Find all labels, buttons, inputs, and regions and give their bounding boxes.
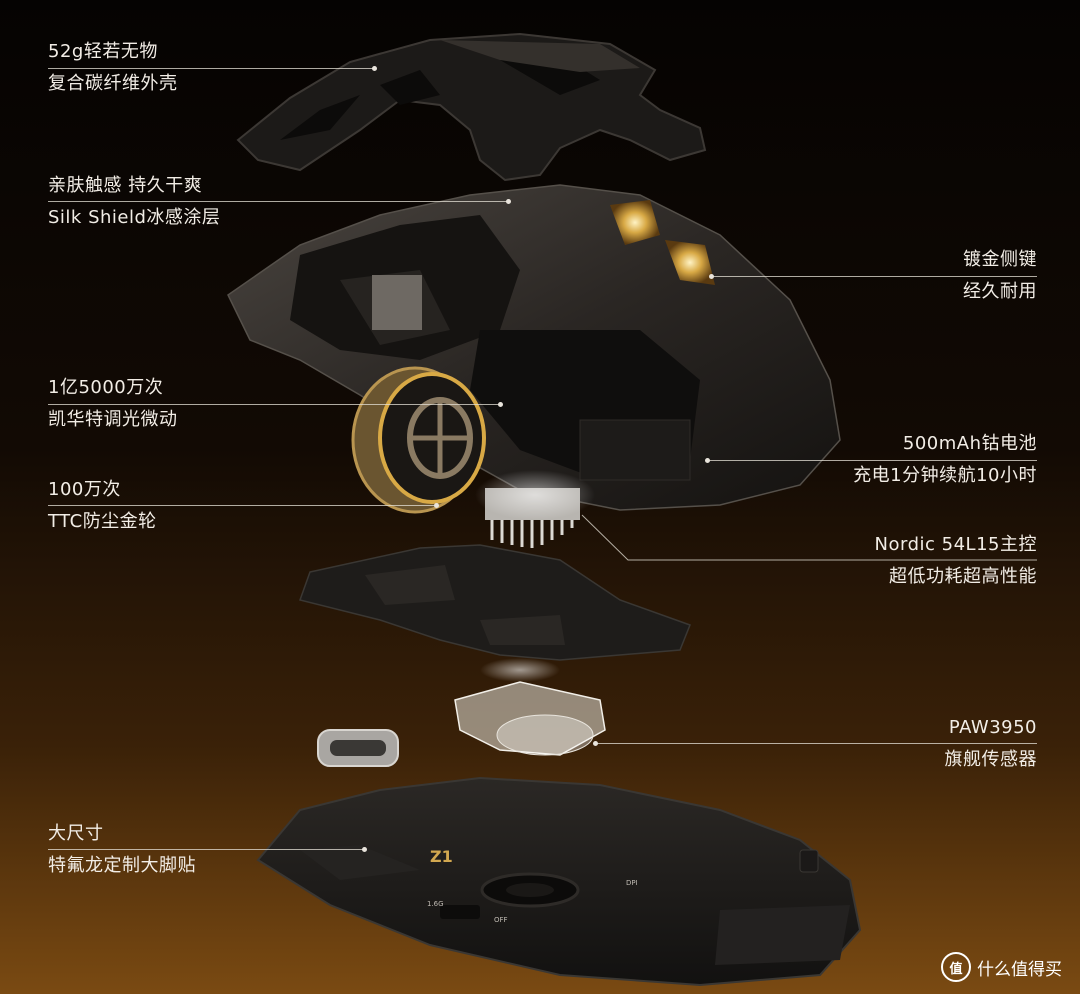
callout-chip-title: Nordic 54L15主控 — [874, 534, 1037, 555]
callout-shell-desc: 复合碳纤维外壳 — [48, 73, 178, 94]
callout-battery-desc: 充电1分钟续航10小时 — [853, 465, 1037, 486]
callout-feet: 大尺寸 特氟龙定制大脚贴 — [48, 818, 196, 882]
smzdm-logo-icon: 值 — [941, 952, 971, 982]
callout-battery: 500mAh钴电池 充电1分钟续航10小时 — [853, 428, 1037, 492]
callout-sensor-title: PAW3950 — [948, 717, 1037, 738]
leader-line-battery — [708, 460, 1037, 461]
leader-dot-wheel — [434, 503, 439, 508]
switch-label-2: OFF — [494, 916, 508, 924]
callout-feet-title: 大尺寸 — [48, 823, 104, 844]
callout-feet-desc: 特氟龙定制大脚贴 — [48, 855, 196, 876]
mid-plate — [299, 544, 691, 682]
leader-dot-switch — [498, 402, 503, 407]
leader-dot-feet — [362, 847, 367, 852]
usb-c-port — [317, 729, 399, 767]
callout-chip-desc: 超低功耗超高性能 — [889, 566, 1037, 587]
callout-side-buttons: 镀金侧键 经久耐用 — [963, 244, 1037, 308]
callout-coating-desc: Silk Shield冰感涂层 — [48, 207, 221, 228]
leader-line-sensor — [596, 743, 1037, 744]
callout-wheel-title: 100万次 — [48, 479, 121, 500]
base-logo: Z1 — [430, 847, 453, 866]
callout-wheel-desc: TTC防尘金轮 — [48, 511, 157, 532]
callout-shell: 52g轻若无物 复合碳纤维外壳 — [48, 36, 178, 100]
callout-coating-title: 亲肤触感 持久干爽 — [48, 175, 203, 196]
watermark: 值 什么值得买 — [941, 952, 1062, 982]
leader-dot-coating — [506, 199, 511, 204]
callout-sensor: PAW3950 旗舰传感器 — [945, 712, 1038, 776]
carbon-shell-frame — [236, 32, 707, 182]
leader-line-shell — [48, 68, 376, 69]
leader-dot-side-buttons — [709, 274, 714, 279]
callout-coating: 亲肤触感 持久干爽 Silk Shield冰感涂层 — [48, 170, 220, 234]
leader-dot-battery — [705, 458, 710, 463]
callout-battery-title: 500mAh钴电池 — [902, 433, 1037, 454]
leader-line-side-buttons — [712, 276, 1037, 277]
main-shell — [227, 184, 841, 511]
callout-switch-desc: 凯华特调光微动 — [48, 409, 178, 430]
callout-side-buttons-desc: 经久耐用 — [963, 281, 1037, 302]
watermark-text: 什么值得买 — [977, 959, 1062, 980]
leader-dot-shell — [372, 66, 377, 71]
sensor-module — [454, 681, 606, 756]
dpi-label: DPI — [626, 879, 638, 887]
callout-sensor-desc: 旗舰传感器 — [944, 749, 1037, 770]
callout-side-buttons-title: 镀金侧键 — [963, 249, 1037, 270]
leader-line-switch — [48, 404, 502, 405]
callout-switch-title: 1亿5000万次 — [48, 377, 164, 398]
nordic-chip — [475, 470, 595, 548]
leader-line-wheel — [48, 505, 438, 506]
scroll-wheel — [351, 366, 486, 514]
base-plate — [256, 776, 862, 987]
callout-chip: Nordic 54L15主控 超低功耗超高性能 — [875, 529, 1037, 593]
leader-line-feet — [48, 849, 366, 850]
callout-wheel: 100万次 TTC防尘金轮 — [48, 474, 157, 538]
switch-label-1: 1.6G — [427, 900, 444, 908]
callout-switch: 1亿5000万次 凯华特调光微动 — [48, 372, 178, 436]
leader-line-coating — [48, 201, 510, 202]
callout-shell-title: 52g轻若无物 — [48, 41, 158, 62]
leader-dot-sensor — [593, 741, 598, 746]
